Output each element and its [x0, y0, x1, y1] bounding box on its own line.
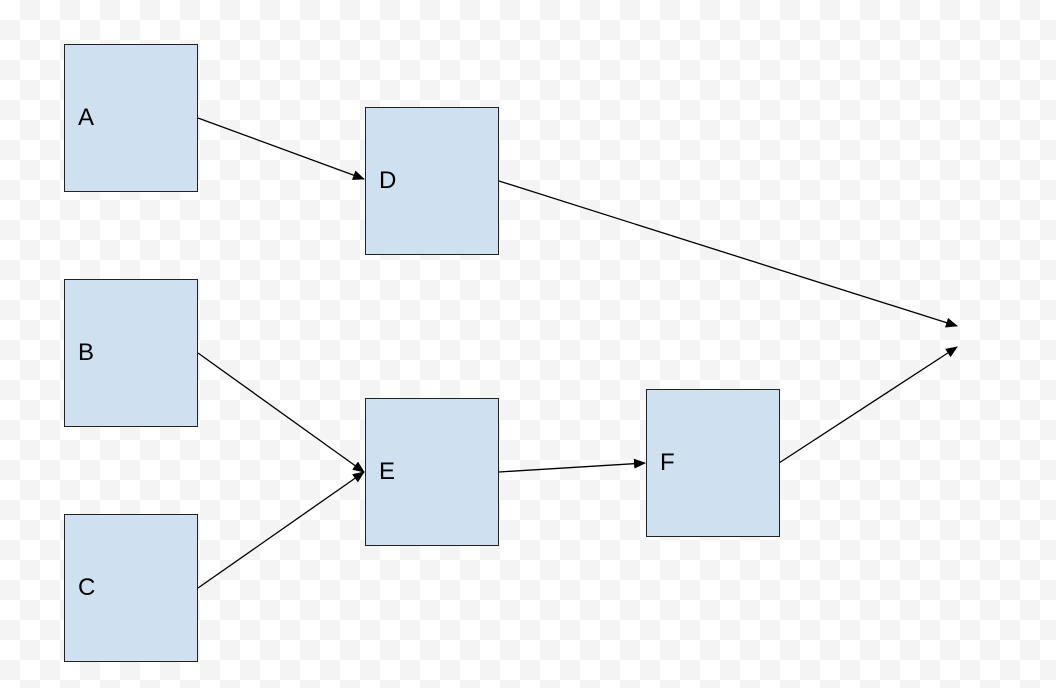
node-a-label: A	[78, 104, 95, 131]
edge-c-to-e	[197, 471, 365, 589]
node-a[interactable]: A	[64, 44, 198, 192]
node-f[interactable]: F	[646, 389, 780, 537]
node-c-label: C	[78, 574, 96, 601]
edge-f-out	[778, 346, 958, 464]
node-b-label: B	[78, 339, 95, 366]
node-d[interactable]: D	[365, 107, 499, 255]
edge-d-out	[498, 180, 958, 328]
edge-a-to-d	[197, 117, 365, 180]
node-e[interactable]: E	[365, 398, 499, 546]
edge-e-to-f	[498, 458, 646, 473]
edge-b-to-e	[197, 352, 365, 473]
node-c[interactable]: C	[64, 514, 198, 662]
node-f-label: F	[660, 449, 675, 476]
node-d-label: D	[379, 167, 397, 194]
node-e-label: E	[379, 458, 396, 485]
node-b[interactable]: B	[64, 279, 198, 427]
